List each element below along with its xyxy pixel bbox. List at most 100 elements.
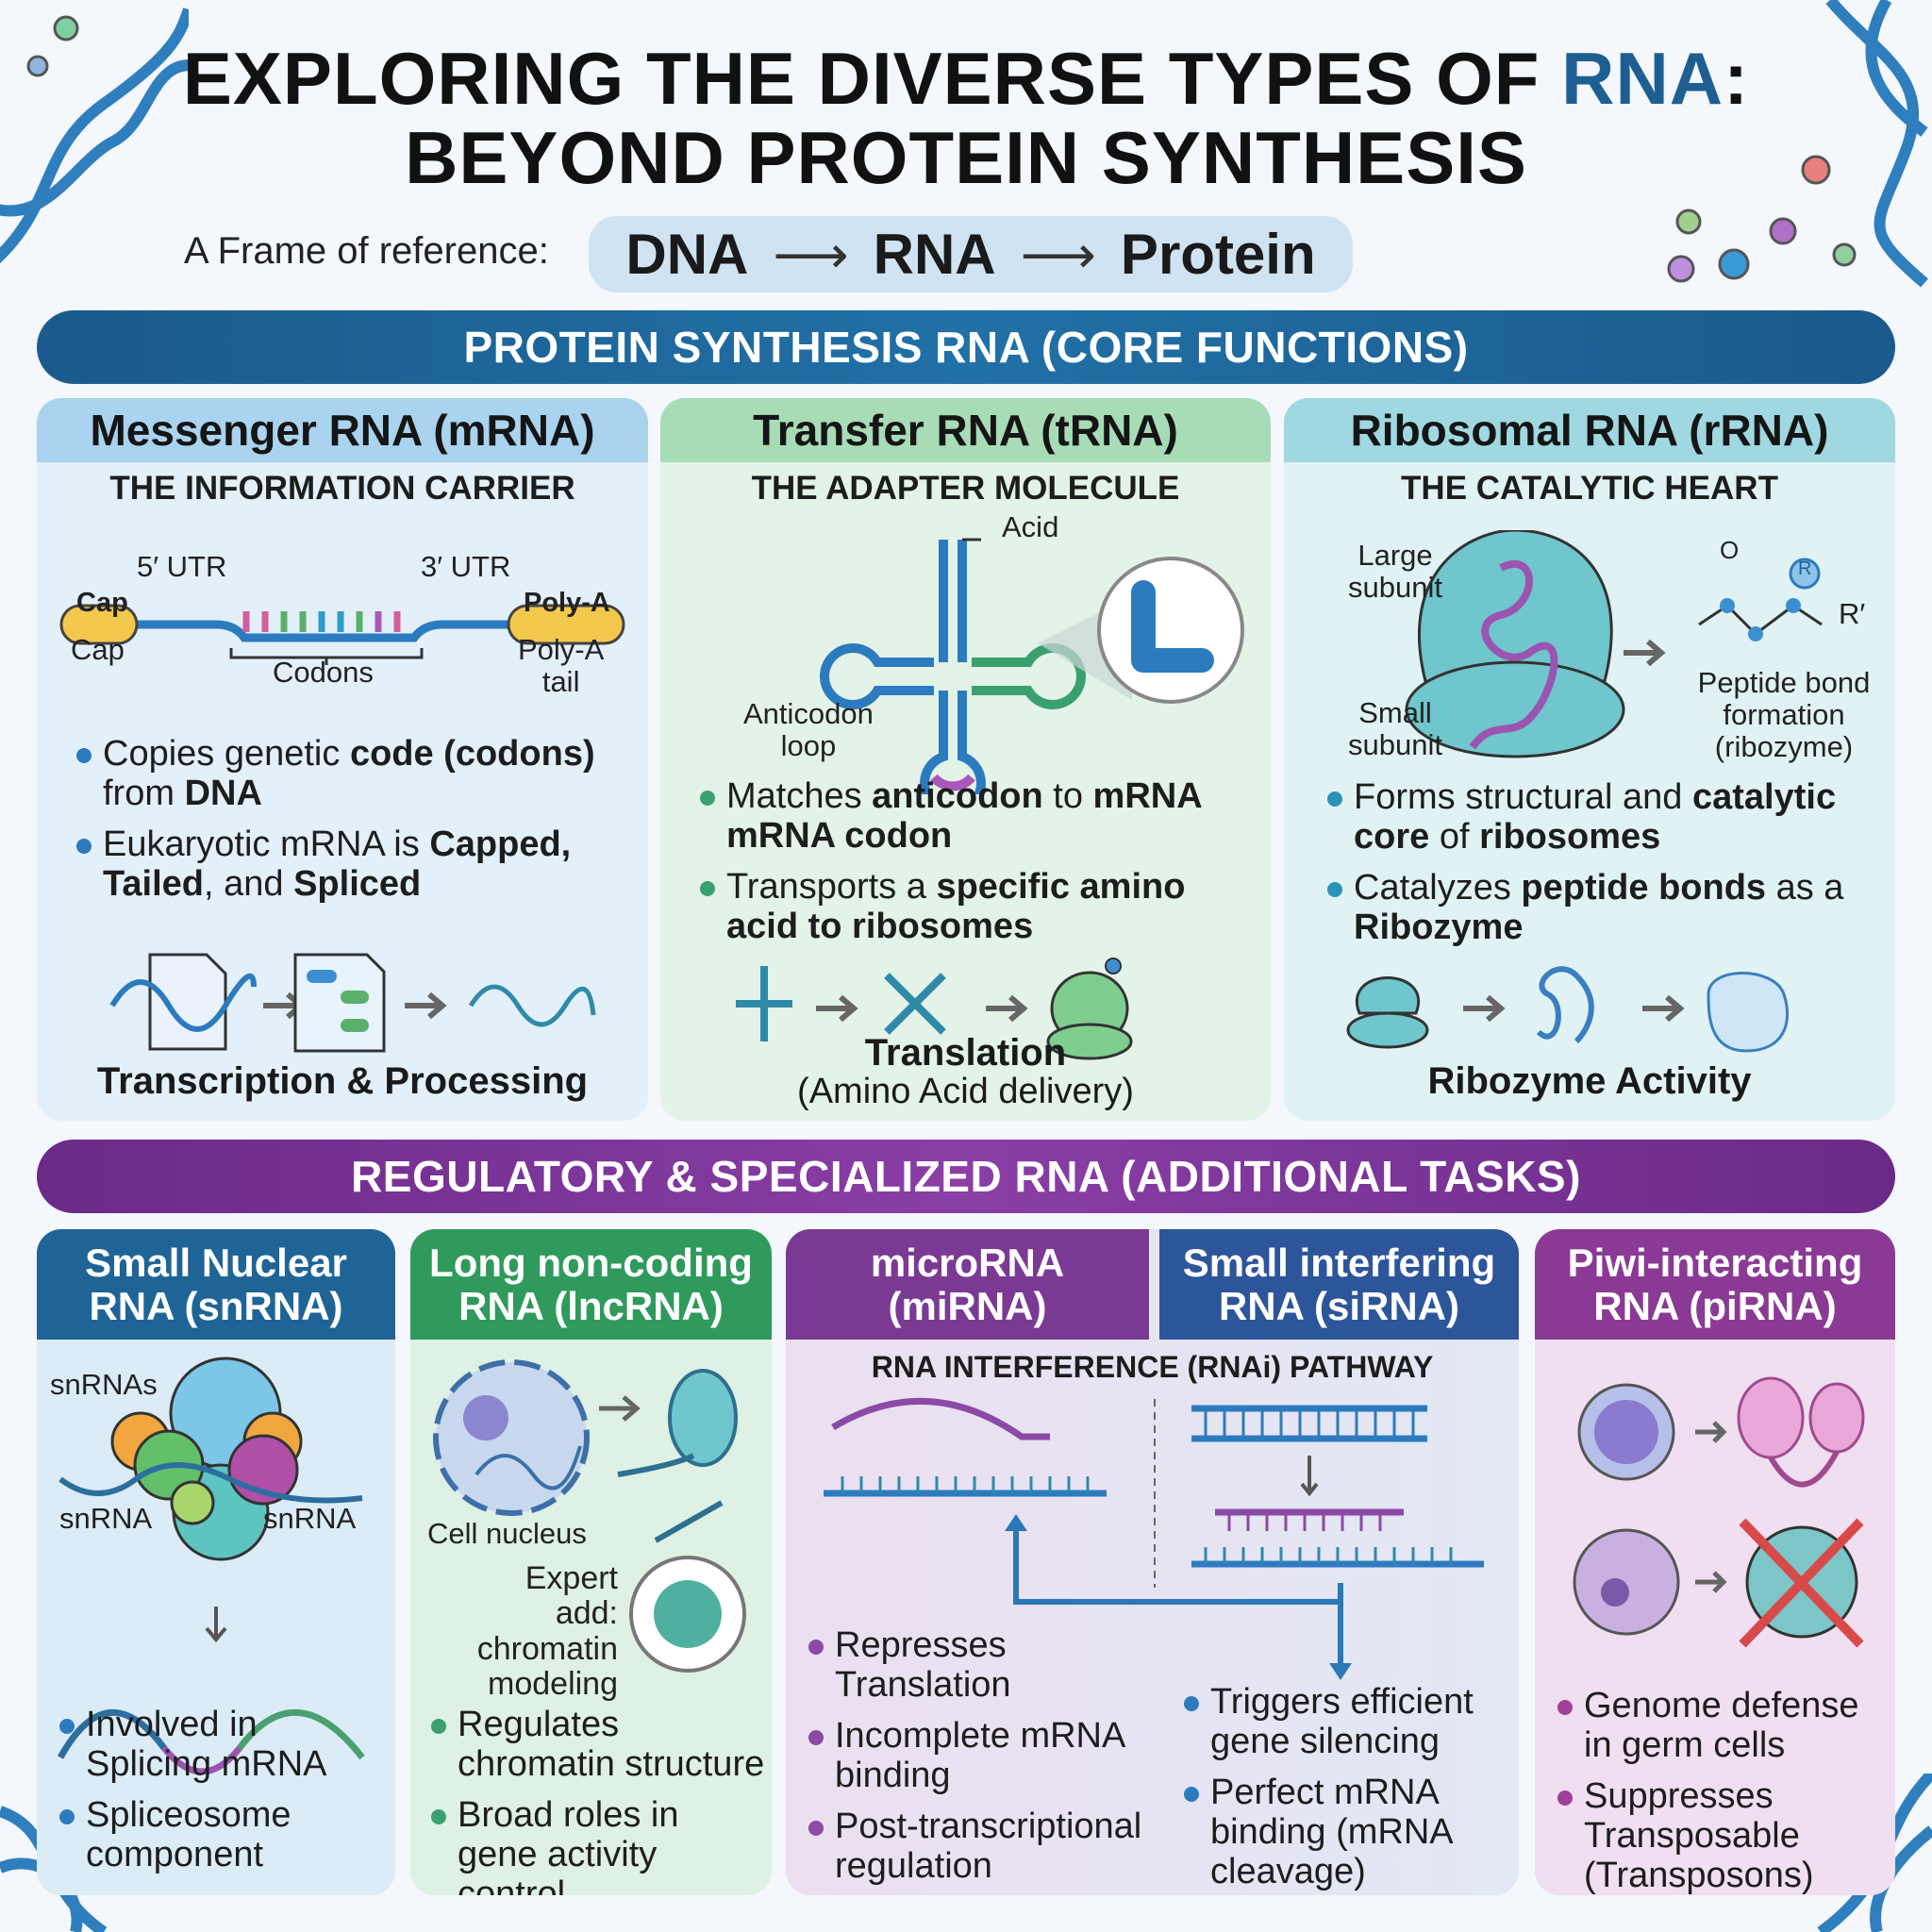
bullet-text: DNA (184, 774, 262, 813)
bullet-text: Ribozyme (1354, 908, 1524, 947)
arrow-right-icon: ⟶ (773, 224, 849, 284)
peptide-line-3: (ribozyme) (1714, 730, 1854, 764)
cap-label: Cap (71, 633, 125, 666)
peptide-line-2: formation (1723, 698, 1845, 732)
bullet-text: Broad roles in gene activity control (458, 1795, 679, 1895)
codons-label: Codons (273, 656, 374, 689)
nucleus-chromatin-diagram (433, 1359, 746, 1673)
anticodon-line-2: loop (780, 729, 837, 763)
small-line-1: Small (1358, 696, 1432, 729)
bullet-text: Incomplete mRNA binding (835, 1716, 1124, 1795)
bullet-text: Triggers efficient gene silencing (1210, 1682, 1474, 1761)
snrnas-label: snRNAs (50, 1368, 158, 1401)
bullet-text: Post-transcriptional regulation (835, 1807, 1142, 1886)
acid-label: Acid (1002, 510, 1059, 543)
bullet-item: Triggers efficient gene silencing (1184, 1682, 1514, 1761)
bullet-item: Involved in Splicing mRNA (59, 1705, 380, 1784)
title-text: EXPLORING THE DIVERSE TYPES OF (182, 37, 1562, 120)
rrna-footer: Ribozyme Activity (1427, 1060, 1752, 1102)
bullet-text: Genome defense in germ cells (1584, 1686, 1859, 1765)
rrna-subtitle: THE CATALYTIC HEART (1401, 470, 1778, 507)
trna-footer-sub: (Amino Acid delivery) (797, 1072, 1134, 1111)
expert-line-2: chromatin (476, 1630, 618, 1667)
frame-of-reference-label: A Frame of reference: (184, 230, 549, 272)
snrna-right-label: snRNA (263, 1502, 357, 1535)
regulatory-banner: REGULATORY & SPECIALIZED RNA (ADDITIONAL… (37, 1140, 1895, 1213)
bullet-item: Perfect mRNA binding (mRNA cleavage) (1184, 1773, 1514, 1891)
oxygen-label: O (1720, 536, 1740, 564)
bullet-item: Spliceosome component (59, 1795, 380, 1874)
ribosome-diagram (1405, 530, 1823, 758)
polya-tail-line-1: Poly-A (518, 633, 605, 666)
ribozyme-activity-icons (1346, 966, 1790, 1053)
mirna-title: microRNA(miRNA) (786, 1229, 1149, 1340)
bullet-text: Capped, (429, 824, 572, 864)
polya-tail-line-2: tail (541, 665, 580, 699)
snrna-bullets: Involved in Splicing mRNA Spliceosome com… (59, 1705, 380, 1886)
dna-helix-decoration-top-right (1667, 0, 1928, 288)
r-prime-label: R′ (1839, 597, 1866, 630)
spliced-mrna-wave (57, 1709, 365, 1775)
bullet-item: Transports a specific amino acid to ribo… (700, 867, 1247, 946)
bullet-text: Forms structural and (1354, 777, 1692, 817)
bullet-item: Forms structural and catalytic core of r… (1327, 777, 1884, 857)
rrna-card: Ribosomal RNA (rRNA) THE CATALYTIC HEART… (1284, 398, 1895, 1121)
bullet-item: Regulates chromatin structure (431, 1705, 766, 1784)
pirna-title-2: RNA (piRNA) (1593, 1283, 1837, 1328)
bullet-text: mRNA mRNA codon (726, 776, 1202, 856)
bullet-item: Represses Translation (808, 1625, 1158, 1705)
large-line-2: subunit (1348, 571, 1442, 605)
expert-line-1: Expert add: (525, 1560, 618, 1632)
small-line-2: subunit (1348, 728, 1442, 762)
dogma-step-rna: RNA (873, 223, 996, 286)
bullet-text: specific amino acid (726, 867, 1186, 946)
bullet-text: Regulates chromatin structure (458, 1705, 765, 1784)
bullet-item: Suppresses Transposable (Transposons) (1557, 1776, 1888, 1895)
dna-helix-decoration-top-left (0, 8, 189, 263)
mrna-footer: Transcription & Processing (96, 1060, 589, 1102)
sirna-title-2: RNA (siRNA) (1218, 1283, 1460, 1328)
bullet-text: , and (204, 864, 294, 904)
peptide-line-1: Peptide bond (1697, 666, 1871, 699)
page-title-line-1: EXPLORING THE DIVERSE TYPES OF RNA: (0, 36, 1932, 122)
snrna-title-2: RNA (snRNA) (89, 1283, 343, 1328)
bullet-item: Post-transcriptional regulation (808, 1807, 1158, 1886)
germ-cell-diagram (1573, 1376, 1865, 1648)
bullet-text: from (103, 774, 185, 813)
rnai-pathway-diagram (824, 1397, 1484, 1680)
rrna-title: Ribosomal RNA (rRNA) (1284, 398, 1895, 462)
bullet-text: Involved in Splicing mRNA (86, 1705, 327, 1784)
utr3-label: 3′ UTR (421, 550, 511, 583)
bullet-text: Eukaryotic mRNA is (103, 824, 430, 864)
cap-pill-label: Cap (76, 588, 128, 618)
bullet-text: Transports a (726, 867, 937, 907)
rnai-heading: RNA INTERFERENCE (RNAi) PATHWAY (871, 1350, 1434, 1384)
bullet-item: Eukaryotic mRNA is Capped, Tailed, and S… (76, 824, 633, 904)
bullet-text: Tailed (103, 864, 204, 904)
expert-line-3: modeling (488, 1666, 618, 1703)
bullet-text: Suppresses Transposable (Transposons) (1584, 1776, 1814, 1895)
bullet-text: Matches (726, 776, 873, 816)
core-functions-banner: PROTEIN SYNTHESIS RNA (CORE FUNCTIONS) (37, 310, 1895, 384)
mrna-strand-diagram (59, 604, 625, 665)
large-line-1: Large (1357, 539, 1433, 572)
bullet-item: Incomplete mRNA binding (808, 1716, 1158, 1795)
bullet-text: Perfect mRNA binding (mRNA cleavage) (1210, 1773, 1452, 1891)
bullet-text: code (codons) (349, 734, 595, 774)
rrna-bullets: Forms structural and catalytic core of r… (1327, 777, 1884, 958)
mrna-title: Messenger RNA (mRNA) (37, 398, 648, 462)
bullet-item: Genome defense in germ cells (1557, 1686, 1888, 1765)
bullet-text: ribosomes (1479, 817, 1661, 857)
